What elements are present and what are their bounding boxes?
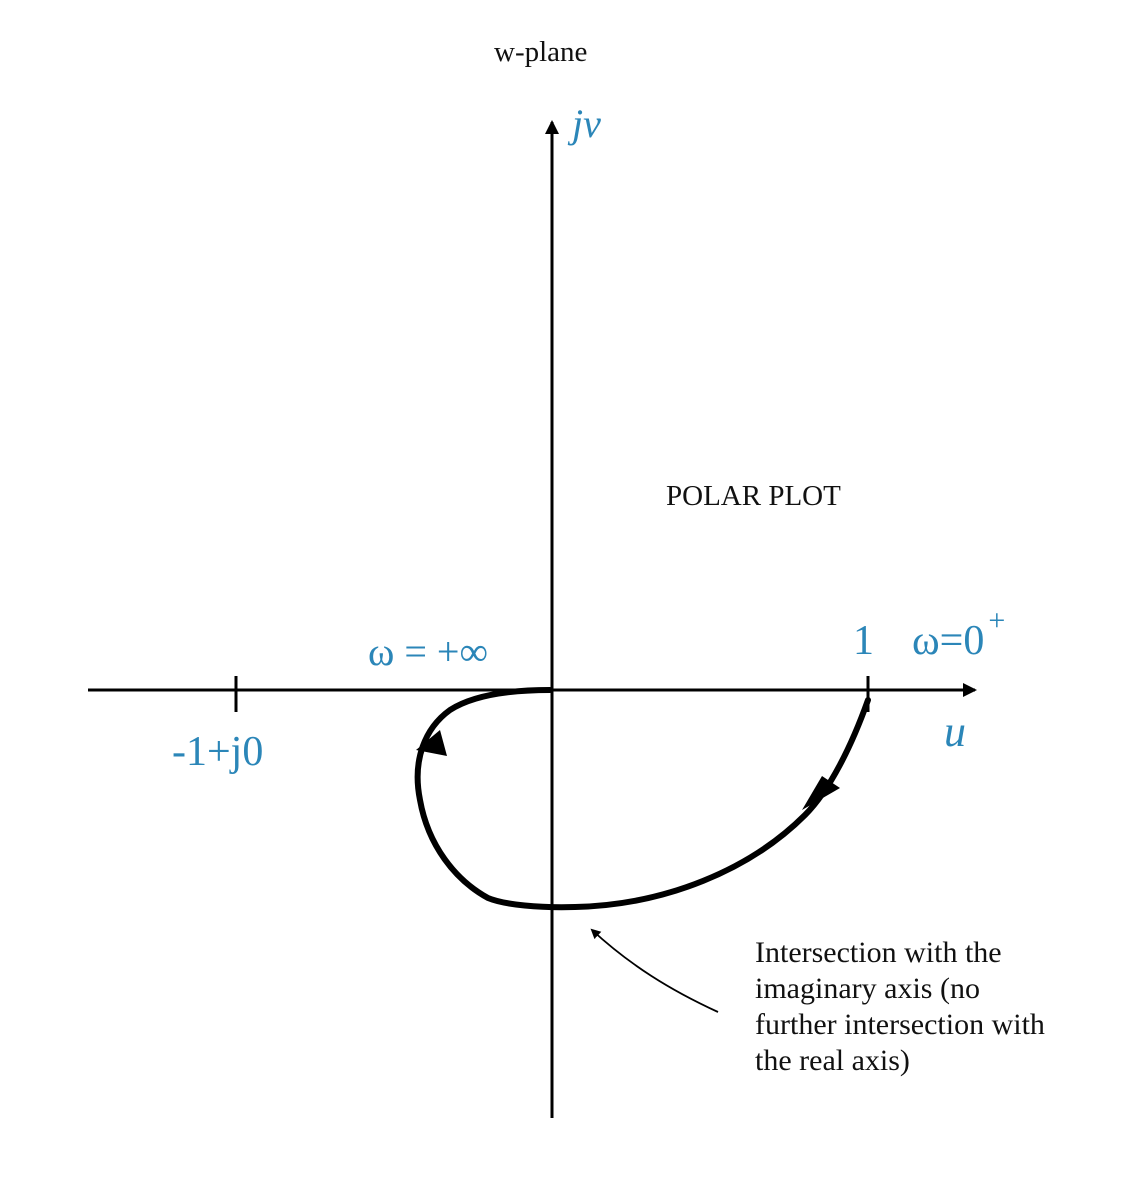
minus-one-label: -1+j0	[172, 729, 264, 775]
imaginary-axis-annotation: Intersection with the imaginary axis (no…	[755, 936, 1045, 1077]
polar-curve	[414, 687, 871, 911]
omega-zero-label: ω=0+	[912, 606, 1005, 664]
direction-arrow-icon	[802, 776, 840, 810]
omega-zero-superscript: +	[988, 604, 1006, 637]
plot-name-label: POLAR PLOT	[666, 480, 841, 512]
diagram-title: w-plane	[494, 36, 588, 68]
omega-zero-main: ω=0	[912, 618, 985, 664]
annotation-arrow	[590, 928, 719, 1013]
horizontal-axis-label: u	[944, 707, 966, 756]
direction-arrow-icon	[416, 730, 447, 756]
vertical-axis-label: jv	[572, 101, 601, 146]
one-label: 1	[853, 618, 874, 664]
omega-infinity-label: ω = +∞	[368, 629, 488, 674]
